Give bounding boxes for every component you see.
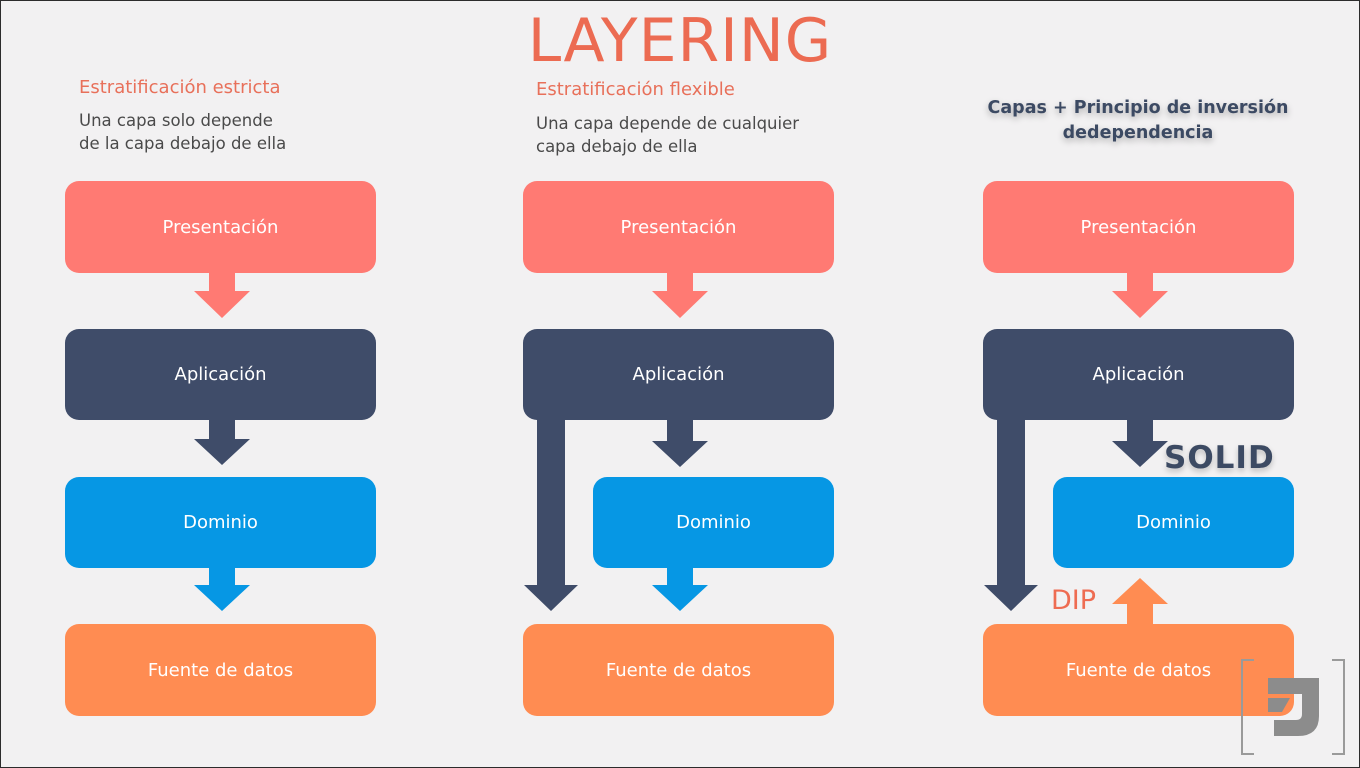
col1-data-source-label: Fuente de datos [147,659,294,681]
col1-arrow-dom-to-data [194,567,250,611]
col3-application-label: Aplicación [1092,364,1185,385]
col2-arrow-pres-to-app [652,272,708,318]
col2-arrow-dom-to-data [652,567,708,611]
col1-arrow-app-to-dom [194,419,250,465]
col2-description: Una capa depende de cualquier capa debaj… [536,112,799,158]
col2-desc-line2: capa debajo de ella [536,137,698,156]
col3-arrow-app-to-data [984,410,1038,611]
col3-heading-line1: Capas + Principio de inversión [987,98,1289,118]
col1-desc-line2: de la capa debajo de ella [79,134,287,153]
col1-box-domain: Dominio [65,477,376,568]
col2-box-application: Aplicación [523,329,834,420]
col2-arrow-app-to-dom [652,419,708,467]
col1-desc-line1: Una capa solo depende [79,111,273,130]
col1-box-data-source: Fuente de datos [65,624,376,716]
col2-domain-label: Dominio [676,512,751,533]
col3-heading: Capas + Principio de inversión dedepende… [960,96,1316,146]
col3-arrow-pres-to-app [1112,272,1168,318]
col1-presentation-label: Presentación [162,216,279,238]
slide-title: LAYERING [527,6,833,76]
col2-data-source-label: Fuente de datos [605,659,752,681]
col2-box-data-source: Fuente de datos [523,624,834,716]
col2-box-presentation: Presentación [523,181,834,273]
col1-arrow-pres-to-app [194,272,250,318]
col1-box-application: Aplicación [65,329,376,420]
col2-box-domain: Dominio [593,477,834,568]
col2-application-label: Aplicación [632,364,725,385]
dip-label: DIP [1051,585,1097,616]
col3-arrow-app-to-dom [1112,419,1168,467]
col2-arrow-app-to-data [524,410,578,611]
col3-box-domain: Dominio [1053,477,1294,568]
col1-application-label: Aplicación [174,364,267,385]
j-logo-icon [1241,659,1345,755]
col3-box-application: Aplicación [983,329,1294,420]
solid-label: SOLID [1164,440,1275,476]
col3-data-source-label: Fuente de datos [1065,659,1212,681]
col3-heading-line2: dedependencia [1062,123,1214,143]
col1-box-presentation: Presentación [65,181,376,273]
col1-description: Una capa solo depende de la capa debajo … [79,109,286,155]
col2-heading: Estratificación flexible [536,79,735,100]
col1-heading: Estratificación estricta [79,77,281,98]
col3-arrow-data-to-dom [1112,578,1168,630]
col2-presentation-label: Presentación [620,216,737,238]
col2-desc-line1: Una capa depende de cualquier [536,114,800,133]
col3-domain-label: Dominio [1136,512,1211,533]
col3-box-presentation: Presentación [983,181,1294,273]
col3-presentation-label: Presentación [1080,216,1197,238]
col1-domain-label: Dominio [183,512,258,533]
